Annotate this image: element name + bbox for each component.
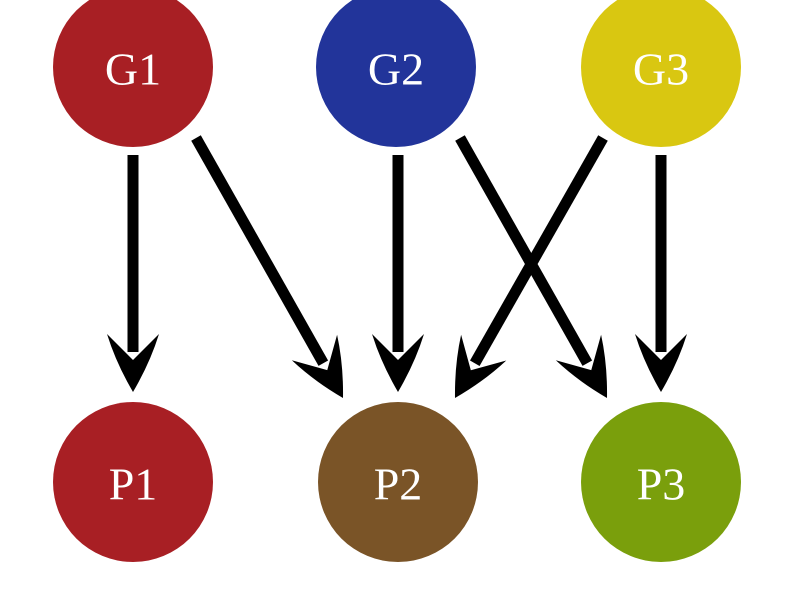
arrow-g1-to-p1 bbox=[107, 155, 159, 392]
arrow-shaft bbox=[191, 135, 329, 366]
arrow-head bbox=[454, 334, 507, 398]
node-circle bbox=[53, 402, 213, 562]
node-g2: G2 bbox=[316, 0, 476, 147]
arrow-head bbox=[291, 334, 344, 398]
node-p3: P3 bbox=[581, 402, 741, 562]
edges-layer bbox=[107, 135, 687, 398]
arrow-shaft bbox=[470, 135, 608, 366]
node-circle bbox=[581, 0, 741, 147]
arrow-g1-to-p2 bbox=[191, 135, 344, 398]
node-g3: G3 bbox=[581, 0, 741, 147]
arrow-g3-to-p3 bbox=[635, 155, 687, 392]
node-p2: P2 bbox=[318, 402, 478, 562]
arrow-head bbox=[372, 334, 424, 392]
node-p1: P1 bbox=[53, 402, 213, 562]
arrow-g2-to-p2 bbox=[372, 155, 424, 392]
node-label: P1 bbox=[109, 459, 158, 510]
node-label: P2 bbox=[374, 459, 423, 510]
arrow-head bbox=[635, 334, 687, 392]
arrow-head bbox=[555, 334, 608, 398]
node-circle bbox=[53, 0, 213, 147]
arrow-head bbox=[107, 334, 159, 392]
node-circle bbox=[316, 0, 476, 147]
arrow-g2-to-p3 bbox=[455, 135, 608, 398]
node-label: G1 bbox=[105, 44, 161, 95]
arrow-g3-to-p2 bbox=[454, 135, 608, 398]
node-label: G2 bbox=[368, 44, 424, 95]
node-g1: G1 bbox=[53, 0, 213, 147]
node-circle bbox=[581, 402, 741, 562]
arrow-shaft bbox=[455, 135, 593, 366]
node-label: G3 bbox=[633, 44, 689, 95]
node-circle bbox=[318, 402, 478, 562]
node-label: P3 bbox=[637, 459, 686, 510]
